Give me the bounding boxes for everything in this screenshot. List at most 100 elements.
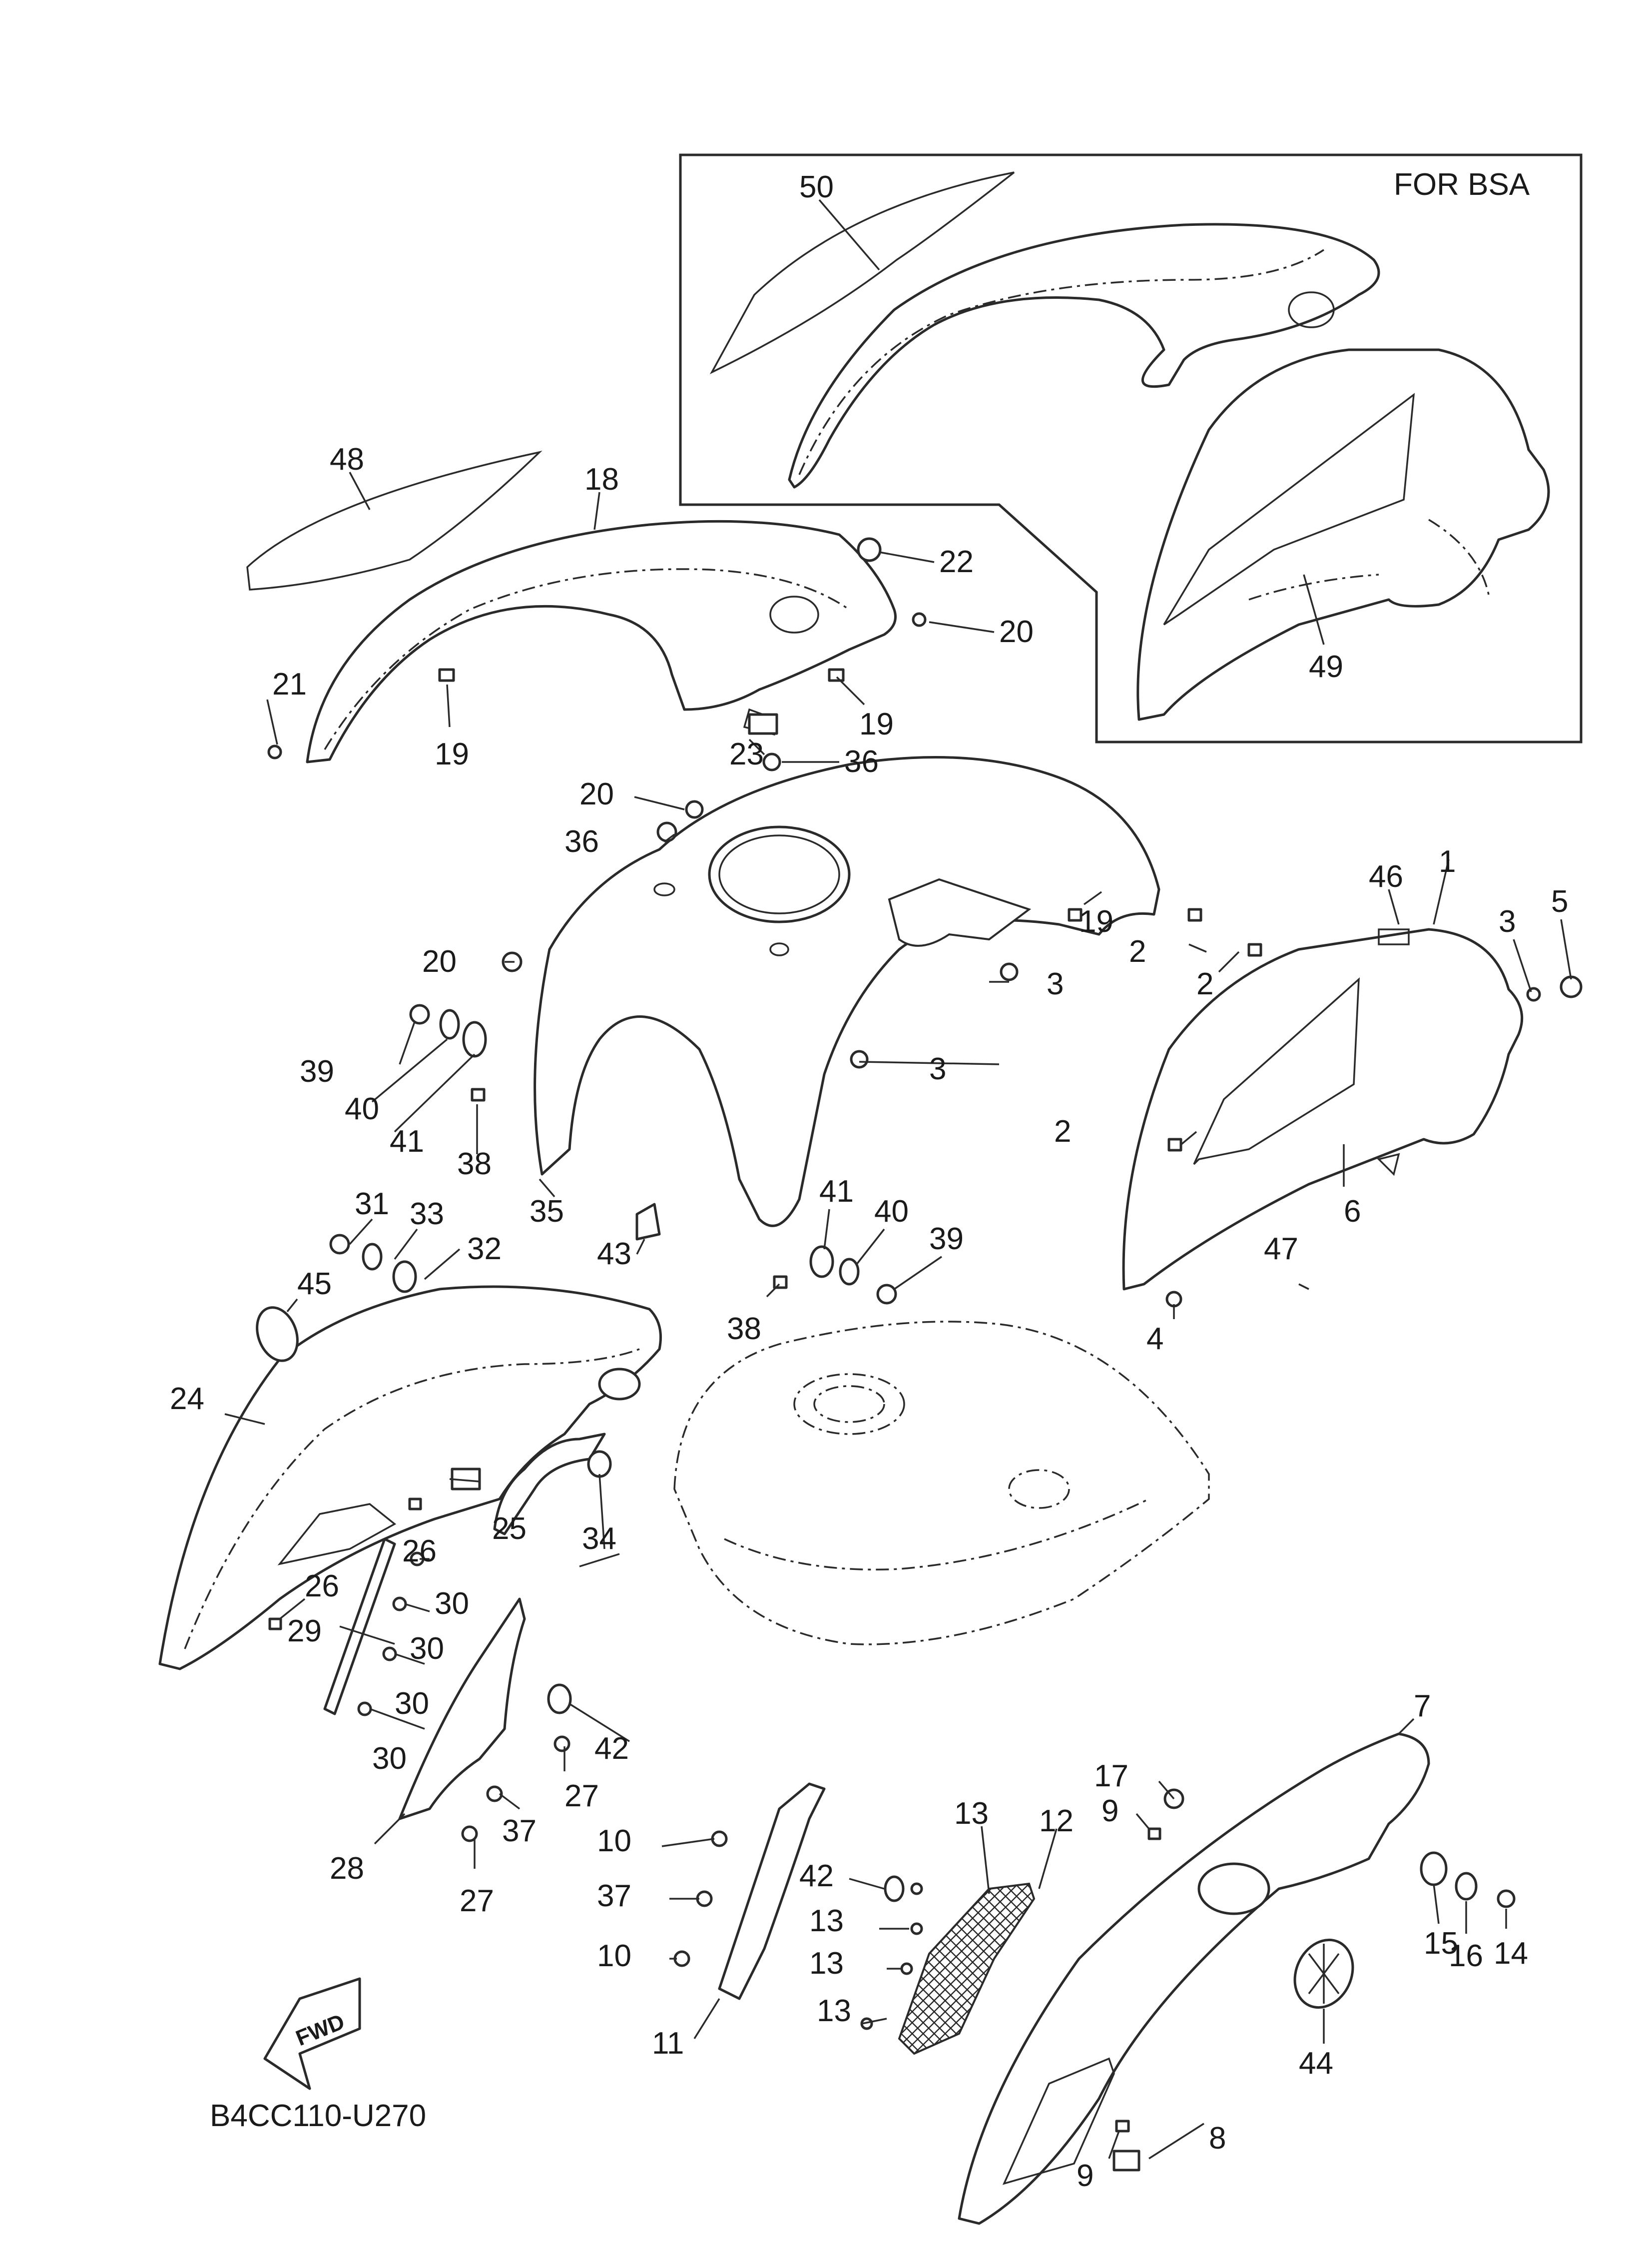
decal-48 [246, 450, 543, 591]
callout-20: 20 [422, 944, 457, 979]
callout-43: 43 [597, 1237, 631, 1271]
callout-41: 41 [819, 1174, 854, 1209]
callout-48: 48 [330, 442, 364, 477]
callout-35: 35 [530, 1194, 564, 1229]
callout-7: 7 [1414, 1689, 1431, 1723]
callout-13: 13 [809, 1904, 844, 1938]
callout-9: 9 [1077, 2159, 1094, 2193]
callout-20: 20 [579, 777, 614, 811]
mesh-panel-12 [898, 1882, 1036, 2055]
callout-30: 30 [410, 1631, 444, 1666]
callout-44: 44 [1299, 2046, 1333, 2081]
callout-30: 30 [395, 1686, 429, 1721]
callout-41: 41 [390, 1124, 424, 1159]
callout-10: 10 [597, 1939, 631, 1973]
callout-42: 42 [799, 1859, 834, 1893]
callout-19: 19 [435, 737, 469, 771]
callout-28: 28 [330, 1851, 364, 1886]
callout-24: 24 [170, 1382, 204, 1416]
callout-29: 29 [287, 1614, 322, 1648]
callout-18: 18 [584, 462, 619, 497]
callout-40: 40 [874, 1194, 909, 1229]
grommet-45 [256, 1306, 299, 1362]
emblem-44 [1293, 1938, 1354, 2009]
leader-lines [224, 199, 1572, 2160]
callout-12: 12 [1039, 1804, 1074, 1838]
callout-numbers: 50 48 18 22 20 21 19 19 23 36 49 20 36 1… [170, 170, 1568, 2193]
callout-39: 39 [929, 1222, 964, 1256]
callout-36: 36 [844, 745, 879, 779]
inset-window [1163, 393, 1415, 626]
hardware [267, 537, 1583, 2172]
fwd-arrow: FWD [263, 1977, 361, 2090]
drawing-code: B4CC110-U270 [210, 2099, 426, 2133]
callout-38: 38 [727, 1312, 761, 1346]
callout-11: 11 [652, 2026, 684, 2061]
callout-33: 33 [410, 1197, 444, 1231]
callout-45: 45 [297, 1267, 332, 1301]
bracket-29 [323, 1537, 396, 1715]
callout-25: 25 [492, 1511, 527, 1546]
upper-cover-18 [306, 520, 897, 763]
callout-5: 5 [1551, 884, 1568, 919]
callout-2: 2 [1054, 1114, 1071, 1149]
callout-19: 19 [1079, 904, 1113, 939]
callout-14: 14 [1494, 1936, 1528, 1971]
callout-16: 16 [1449, 1939, 1483, 1973]
callout-8: 8 [1209, 2121, 1226, 2156]
callout-1: 1 [1439, 844, 1456, 879]
callout-13: 13 [817, 1994, 851, 2028]
callout-17: 17 [1094, 1759, 1128, 1793]
inset-side-panel [1136, 348, 1550, 721]
front-panel-24 [158, 1285, 662, 1670]
callout-2: 2 [1196, 967, 1213, 1001]
callout-30: 30 [372, 1741, 407, 1776]
callout-37: 37 [502, 1814, 537, 1848]
callout-30: 30 [435, 1586, 469, 1621]
callout-37: 37 [597, 1879, 631, 1913]
callout-38: 38 [457, 1147, 492, 1181]
callout-4: 4 [1146, 1322, 1163, 1356]
bsa-inset: FOR BSA [679, 153, 1583, 744]
callout-6: 6 [1344, 1194, 1361, 1229]
callout-9: 9 [1101, 1794, 1118, 1828]
callout-50: 50 [799, 170, 834, 204]
inset-upper-cover [788, 223, 1380, 489]
callout-27: 27 [460, 1884, 494, 1918]
callout-26: 26 [402, 1534, 437, 1568]
tank-cover-35 [534, 755, 1160, 1227]
callout-2: 2 [1129, 934, 1146, 969]
bracket-11 [718, 1782, 826, 2000]
callout-36: 36 [564, 824, 599, 859]
decal-50 [709, 171, 1015, 374]
callout-21: 21 [272, 667, 307, 702]
callout-10: 10 [597, 1824, 631, 1858]
side-panel-47 [1122, 928, 1524, 1291]
callout-23: 23 [729, 737, 764, 771]
callout-19: 19 [859, 707, 894, 742]
callout-15: 15 [1424, 1926, 1458, 1961]
callout-27: 27 [564, 1779, 599, 1813]
callout-3: 3 [929, 1052, 946, 1086]
callout-13: 13 [809, 1946, 844, 1981]
callout-20: 20 [999, 615, 1034, 649]
callout-3: 3 [1047, 967, 1064, 1001]
callout-22: 22 [939, 545, 974, 579]
inset-label: FOR BSA [1394, 167, 1530, 202]
callout-39: 39 [300, 1054, 334, 1089]
callout-13: 13 [954, 1796, 989, 1831]
callout-47: 47 [1264, 1232, 1298, 1266]
callout-42: 42 [594, 1731, 629, 1766]
callout-46: 46 [1369, 859, 1403, 894]
callout-3: 3 [1499, 904, 1516, 939]
callout-40: 40 [345, 1092, 379, 1126]
side-cover-7 [958, 1732, 1430, 2225]
callout-49: 49 [1309, 650, 1343, 684]
fuel-tank [673, 1321, 1210, 1645]
bracket-28 [398, 1597, 526, 1820]
callout-34: 34 [582, 1521, 616, 1556]
callout-32: 32 [467, 1232, 502, 1266]
callout-31: 31 [355, 1187, 389, 1221]
callout-26: 26 [305, 1569, 339, 1603]
